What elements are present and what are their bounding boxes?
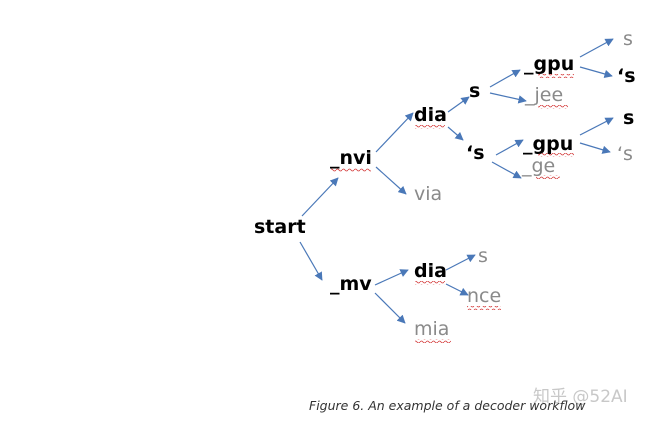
edge-start-nvi [301, 177, 339, 217]
edge-gpu2-apos-s [579, 142, 611, 154]
node-ge: _ge [521, 155, 555, 177]
node-apos-s1: ‘s [466, 142, 485, 164]
node-s-end1: s [623, 28, 633, 50]
edge-s-jee [489, 92, 527, 104]
node-jee: _jee [524, 84, 563, 106]
node-s1: s [469, 80, 480, 102]
node-dia-bottom: dia [414, 260, 447, 282]
edge-mv-mia [374, 292, 406, 324]
squiggle-gpu2 [538, 153, 574, 157]
edge-apos-s-gpu [495, 139, 524, 156]
edge-dia-apos-s [447, 126, 464, 141]
edges [299, 38, 614, 324]
edge-dia-s [447, 96, 470, 113]
node-nce: nce [467, 285, 501, 307]
node-gpu2: _gpu [523, 133, 573, 155]
node-via: via [414, 183, 442, 205]
squiggle-jee [538, 105, 568, 109]
node-start: start [254, 216, 306, 238]
edge-dia2-s [445, 254, 476, 271]
node-nvi: _nvi [330, 147, 372, 169]
watermark: 知乎 @52AI [533, 387, 628, 407]
node-mia: mia [414, 318, 449, 340]
figure-caption: Figure 6. An example of a decoder workfl… [309, 398, 586, 413]
node-s2: s [478, 245, 488, 267]
node-s-end2: s [623, 107, 634, 129]
squiggle-dia-bottom [415, 281, 445, 285]
edge-start-mv [299, 241, 323, 281]
squiggle-nvi [331, 168, 371, 172]
spellcheck-underlines [331, 74, 574, 343]
squiggle-nce [467, 306, 501, 310]
edge-nvi-dia [375, 112, 414, 153]
node-dia-top: dia [414, 104, 447, 126]
edge-dia2-nce [445, 283, 469, 296]
squiggle-mia [415, 339, 451, 343]
node-apos-s-end2: ‘s [617, 143, 633, 165]
edge-gpu-s [579, 38, 614, 58]
node-mv: _mv [330, 273, 372, 295]
edge-gpu-apos-s [579, 66, 613, 78]
node-gpu1: _gpu [524, 53, 574, 75]
edge-apos-s-ge [491, 161, 522, 179]
edge-s-gpu [489, 69, 521, 88]
nodes: start _nvi via dia s _gpu s ‘s _jee ‘s _… [254, 28, 636, 340]
squiggle-dia-top [415, 125, 445, 129]
edge-gpu2-s [579, 117, 614, 136]
squiggle-gpu1 [538, 74, 574, 78]
edge-mv-dia [374, 269, 409, 286]
node-apos-s-end1: ‘s [617, 65, 636, 87]
edge-nvi-via [375, 166, 407, 195]
squiggle-ge [536, 175, 560, 179]
